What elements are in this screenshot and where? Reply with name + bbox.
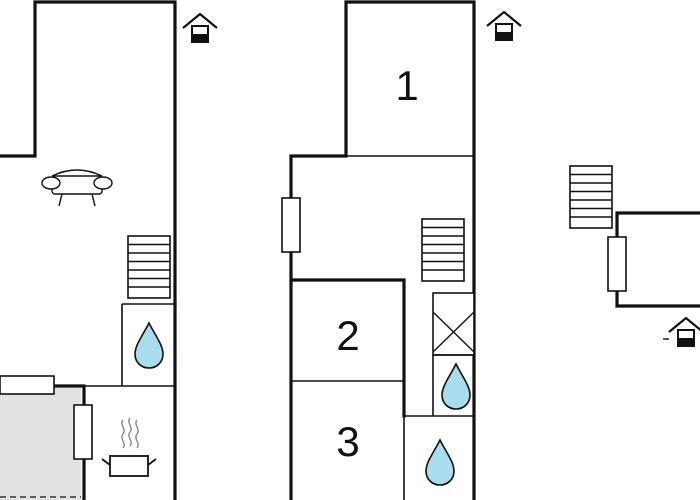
window-icon bbox=[281, 197, 301, 253]
left-outer-walls bbox=[0, 0, 177, 306]
middle-outer-walls bbox=[289, 0, 476, 500]
window-icon bbox=[607, 236, 627, 292]
sofa-icon bbox=[41, 169, 113, 207]
stairs-icon bbox=[127, 235, 171, 299]
stove-icon bbox=[101, 417, 157, 477]
water-drop-icon bbox=[134, 322, 164, 369]
entrance-icon bbox=[181, 12, 219, 44]
closet-cross-icon bbox=[432, 292, 475, 356]
room-3-label: 3 bbox=[336, 418, 359, 465]
water-drop-icon bbox=[441, 363, 471, 410]
entrance-icon bbox=[485, 10, 523, 42]
room-1-label: 1 bbox=[395, 62, 418, 109]
window-icon bbox=[0, 375, 55, 395]
left-floor bbox=[0, 0, 219, 500]
right-floor bbox=[569, 165, 700, 348]
window-icon bbox=[73, 404, 93, 460]
room-2: 2 bbox=[289, 278, 406, 500]
middle-floor: 1 2 3 bbox=[281, 0, 523, 500]
room-1: 1 bbox=[395, 62, 418, 109]
room-3: 3 bbox=[336, 418, 359, 465]
water-drop-icon bbox=[425, 439, 455, 486]
terrace-area bbox=[0, 388, 81, 500]
right-outer-walls bbox=[615, 211, 700, 308]
entrance-icon bbox=[667, 316, 700, 348]
stairs-icon bbox=[569, 165, 613, 229]
room-2-label: 2 bbox=[336, 312, 359, 359]
stairs-icon bbox=[421, 218, 465, 282]
